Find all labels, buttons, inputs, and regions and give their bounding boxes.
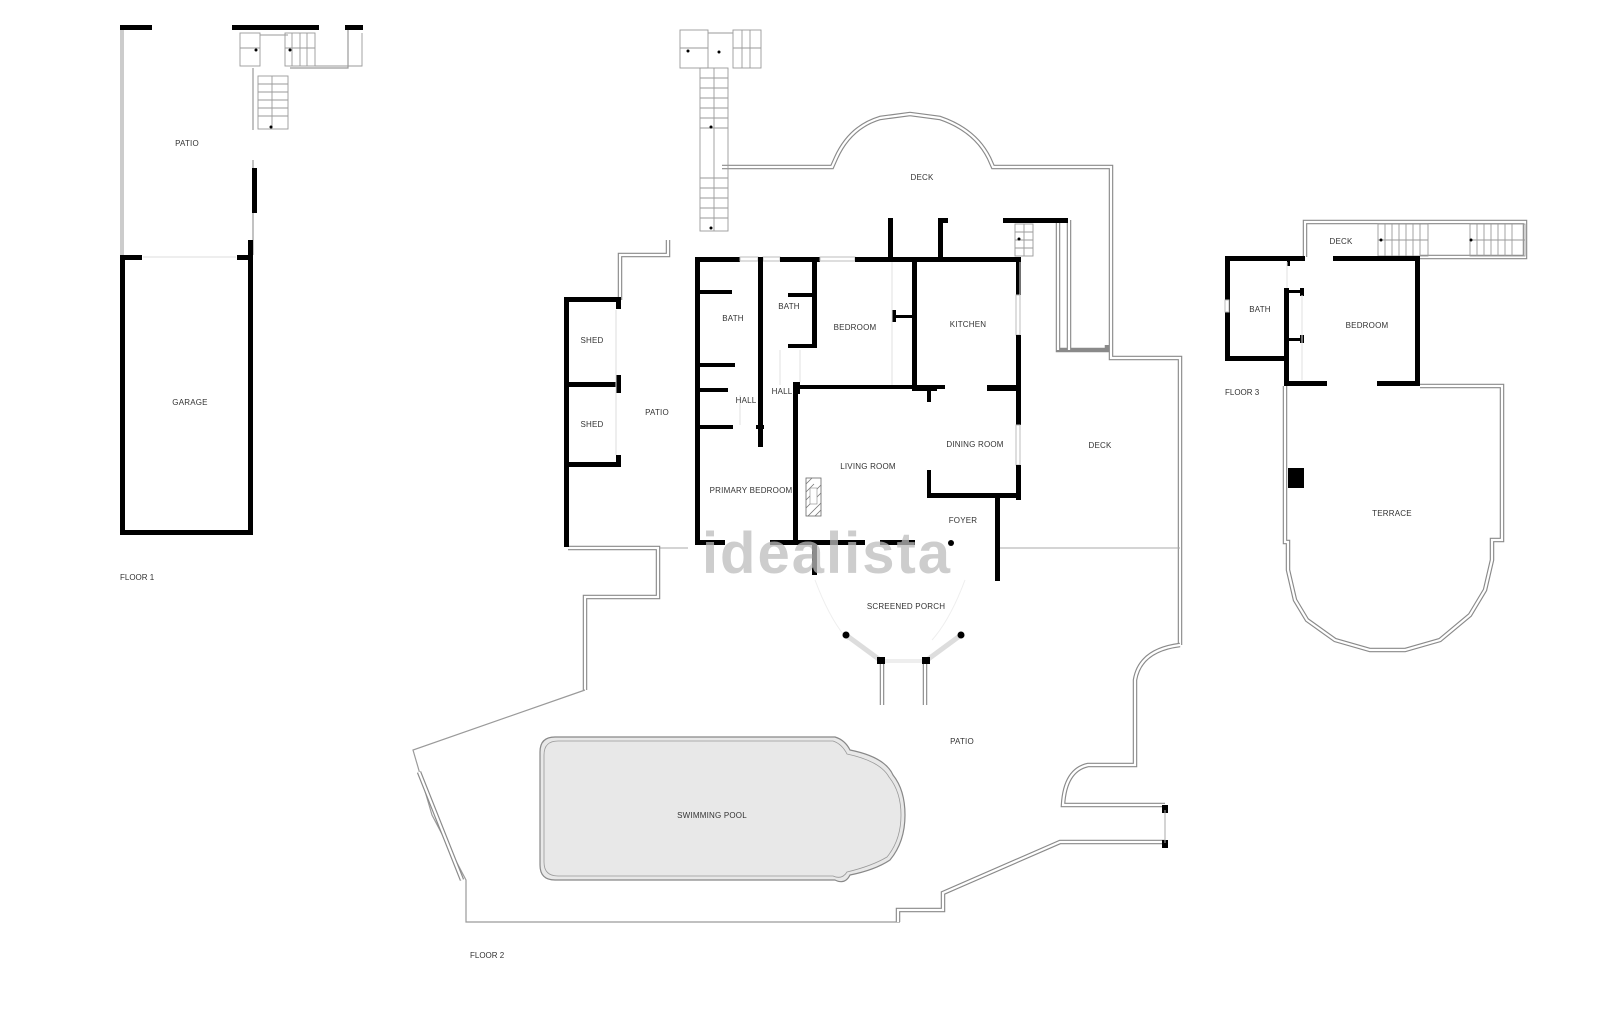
room-label-hall-1: HALL: [736, 396, 757, 405]
room-label-bedroom-floor3: BEDROOM: [1346, 321, 1389, 330]
floor-2-plan: DECK SHED SHED PATIO BATH BATH BEDROOM K…: [412, 29, 1183, 960]
room-label-deck-floor3: DECK: [1329, 237, 1352, 246]
room-label-deck-top: DECK: [910, 173, 933, 182]
floor-2-stairs: [679, 29, 1034, 257]
room-label-bedroom: BEDROOM: [834, 323, 877, 332]
floor-1-stairs: [239, 32, 363, 130]
room-label-hall-2: HALL: [772, 387, 793, 396]
screened-porch: [814, 579, 966, 705]
floor-3-plan: DECK BATH BEDROOM TERRACE FLOOR 3: [1224, 219, 1528, 653]
room-label-living-room: LIVING ROOM: [840, 462, 896, 471]
room-label-foyer: FOYER: [949, 516, 978, 525]
room-label-shed-1: SHED: [580, 336, 603, 345]
room-label-screened-porch: SCREENED PORCH: [867, 602, 945, 611]
floor-2-walls: [564, 218, 1068, 581]
watermark-logo: idealista: [702, 521, 952, 586]
floor-3-label: FLOOR 3: [1225, 388, 1260, 397]
room-label-bath-1: BATH: [722, 314, 744, 323]
floor-2-outlines: [412, 111, 1183, 923]
floor-3-stairs: [1377, 223, 1526, 257]
floor-1-label: FLOOR 1: [120, 573, 155, 582]
room-label-kitchen: KITCHEN: [950, 320, 987, 329]
room-label-shed-2: SHED: [580, 420, 603, 429]
room-label-dining-room: DINING ROOM: [946, 440, 1003, 449]
floor-1-plan: PATIO GARAGE FLOOR 1: [120, 25, 363, 582]
room-label-bath-floor3: BATH: [1249, 305, 1271, 314]
room-label-patio-side: PATIO: [645, 408, 669, 417]
room-label-primary-bedroom: PRIMARY BEDROOM: [710, 486, 793, 495]
room-label-bath-2: BATH: [778, 302, 800, 311]
floor-2-label: FLOOR 2: [470, 951, 505, 960]
room-label-deck-right: DECK: [1088, 441, 1111, 450]
room-label-garage: GARAGE: [172, 398, 207, 407]
room-label-terrace: TERRACE: [1372, 509, 1412, 518]
room-label-swimming-pool: SWIMMING POOL: [677, 811, 747, 820]
room-label-patio-main: PATIO: [950, 737, 974, 746]
swimming-pool: [539, 736, 906, 883]
room-label-patio: PATIO: [175, 139, 199, 148]
